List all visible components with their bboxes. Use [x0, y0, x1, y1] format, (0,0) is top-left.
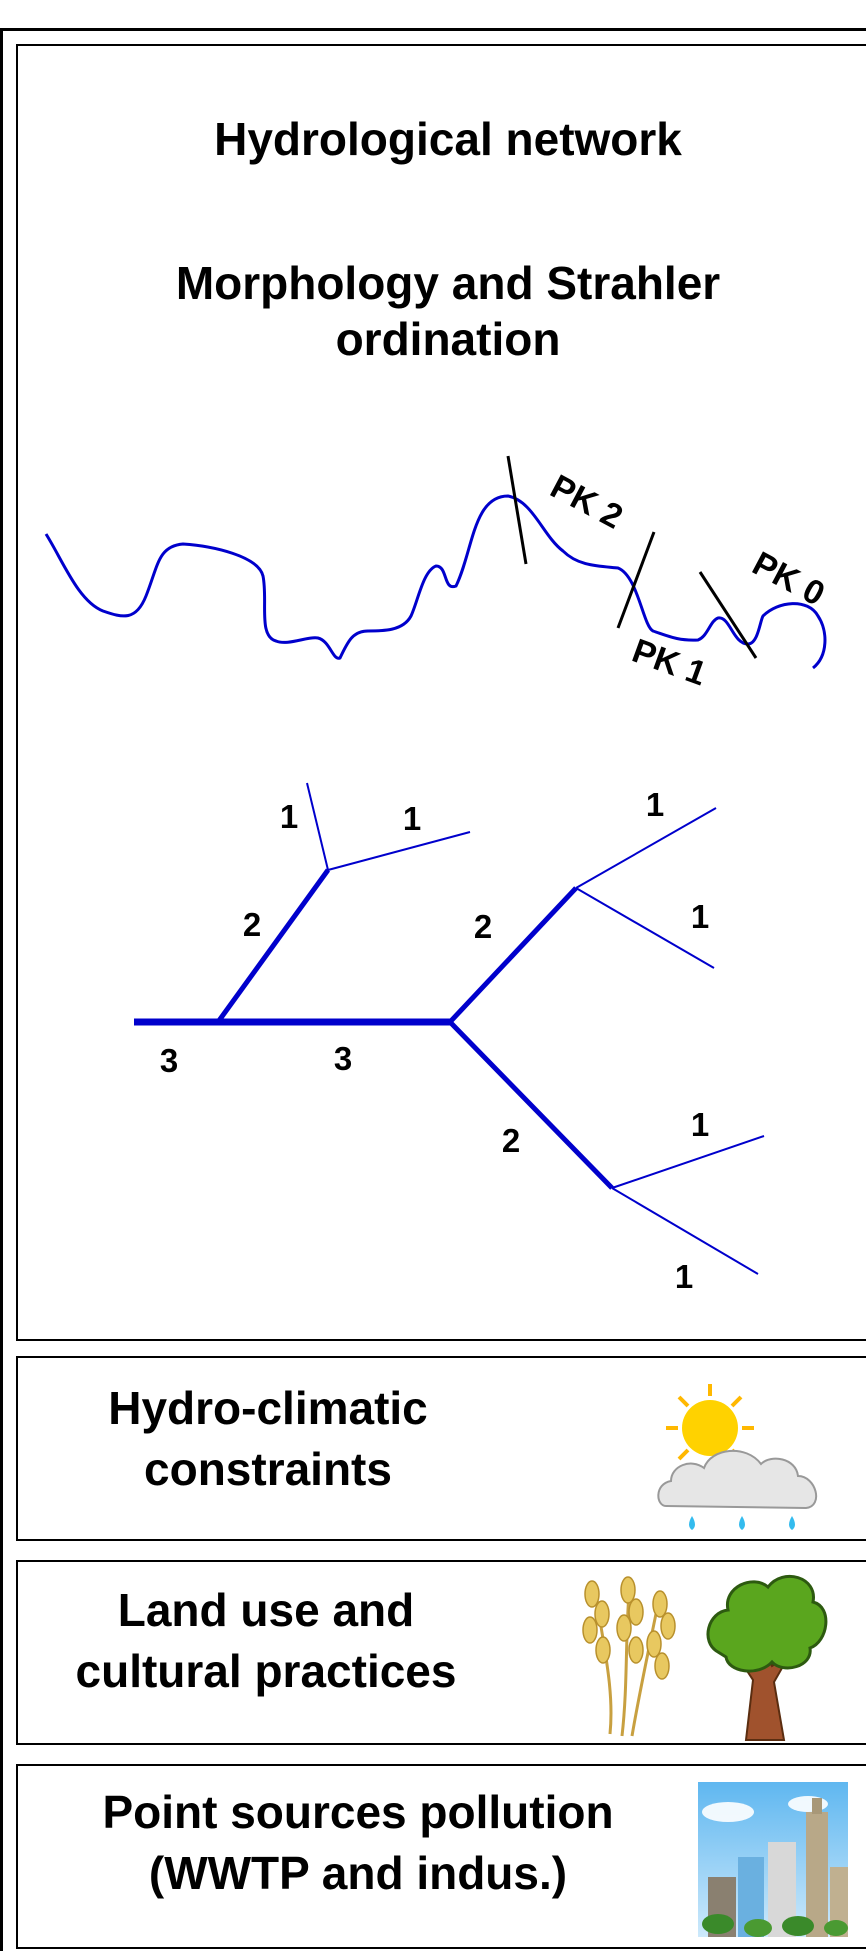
strahler-label: 3 — [334, 1040, 352, 1077]
pk0-marker — [698, 571, 758, 659]
strahler-label: 1 — [403, 800, 421, 837]
order1-branch — [575, 887, 715, 969]
order1-branch — [611, 1135, 765, 1189]
strahler-label: 3 — [160, 1042, 178, 1079]
point-sources-line1: Point sources pollution — [102, 1786, 614, 1838]
strahler-label: 1 — [691, 898, 709, 935]
pk2-marker — [506, 455, 528, 565]
hydro-climatic-line1: Hydro-climatic — [108, 1382, 428, 1434]
strahler-label: 1 — [675, 1258, 693, 1295]
order1-branch — [306, 782, 329, 871]
outer-frame — [0, 28, 866, 1951]
pk1-marker — [616, 531, 656, 629]
order1-branch — [611, 1187, 759, 1275]
strahler-label: 2 — [474, 908, 492, 945]
order1-branch — [575, 807, 717, 889]
strahler-label: 1 — [280, 798, 298, 835]
panel-subtitle-line1: Morphology and Strahler — [175, 257, 721, 309]
panel-subtitle-line2: ordination — [335, 313, 561, 365]
river-profile — [44, 494, 827, 670]
hydro-climatic-line2: constraints — [144, 1442, 392, 1495]
land-use-line1: Land use and — [117, 1584, 415, 1636]
strahler-label: 2 — [243, 906, 261, 943]
city-icon — [698, 1782, 848, 1937]
pk2-label: PK 2 — [544, 468, 629, 537]
point-sources-panel: Point sources pollution (WWTP and indus.… — [16, 1764, 866, 1949]
strahler-label: 2 — [502, 1122, 520, 1159]
order2-upper-right — [448, 886, 578, 1024]
order2-upper-left — [215, 868, 331, 1024]
wheat-icon — [582, 1576, 676, 1737]
order2-lower — [448, 1020, 614, 1190]
strahler-label: 1 — [646, 786, 664, 823]
strahler-tree — [134, 782, 765, 1275]
land-use-panel: Land use and cultural practices — [16, 1560, 866, 1745]
network-diagram: PK 2 PK 1 PK 0 1 1 2 3 3 2 1 1 2 1 — [44, 455, 831, 1295]
hydrological-network-panel: Hydrological network Morphology and Stra… — [16, 44, 866, 1341]
land-use-line2: cultural practices — [75, 1644, 457, 1697]
point-sources-line2: (WWTP and indus.) — [148, 1846, 568, 1899]
hydro-climatic-panel: Hydro-climatic constraints — [16, 1356, 866, 1541]
panel-title: Hydrological network — [214, 113, 682, 165]
sun-cloud-rain-icon — [657, 1384, 817, 1530]
strahler-label: 1 — [691, 1106, 709, 1143]
tree-icon — [706, 1574, 828, 1741]
order1-branch — [327, 831, 471, 871]
